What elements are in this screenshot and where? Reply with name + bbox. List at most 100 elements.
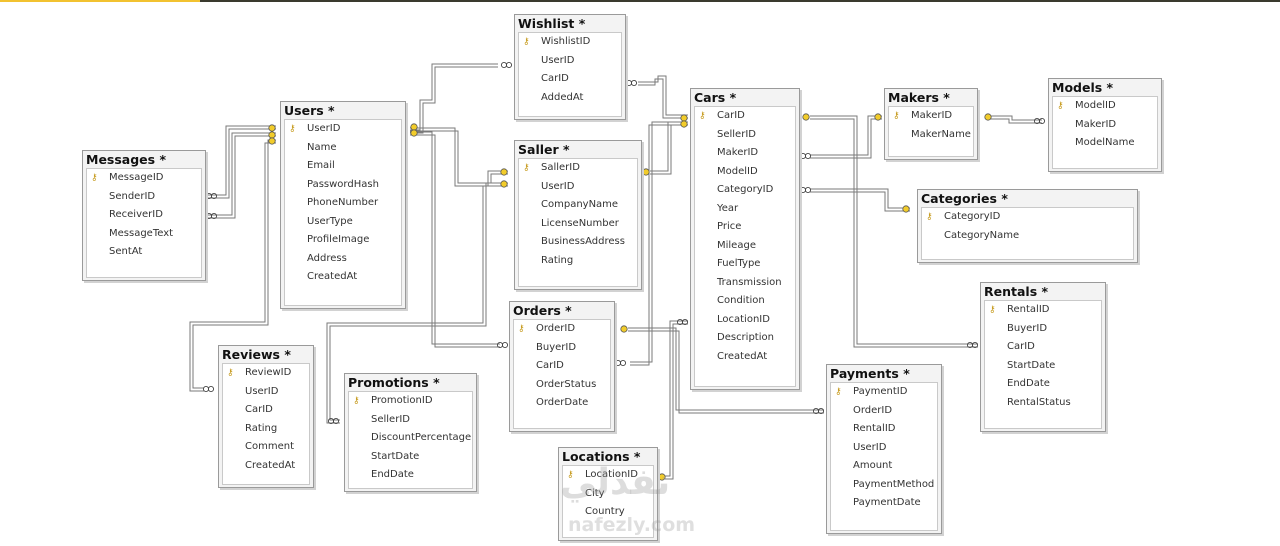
column-row[interactable]: ⚷MakerID — [889, 107, 973, 126]
column-row[interactable]: PasswordHash — [285, 176, 401, 195]
column-row[interactable]: ⚷PaymentID — [831, 383, 937, 402]
column-row[interactable]: UserType — [285, 213, 401, 232]
column-row[interactable]: SenderID — [87, 188, 201, 207]
table-title[interactable]: Saller * — [518, 142, 570, 157]
column-row[interactable]: CarID — [985, 338, 1101, 357]
column-row[interactable]: CreatedAt — [285, 268, 401, 287]
column-row[interactable]: BuyerID — [985, 320, 1101, 339]
column-row[interactable]: ⚷PromotionID — [349, 392, 472, 411]
column-row[interactable]: FuelType — [695, 255, 795, 274]
column-row[interactable]: Transmission — [695, 274, 795, 293]
column-row[interactable]: City — [563, 485, 653, 504]
column-row[interactable]: ⚷ReviewID — [223, 364, 309, 383]
column-row[interactable]: ⚷SallerID — [519, 159, 637, 178]
column-row[interactable]: EndDate — [985, 375, 1101, 394]
column-row[interactable]: Price — [695, 218, 795, 237]
column-row[interactable]: ⚷CarID — [695, 107, 795, 126]
table-title[interactable]: Users * — [284, 103, 335, 118]
column-row[interactable]: MakerID — [695, 144, 795, 163]
table-title[interactable]: Orders * — [513, 303, 572, 318]
column-row[interactable]: CategoryName — [922, 227, 1133, 246]
table-title[interactable]: Rentals * — [984, 284, 1049, 299]
column-row[interactable]: Name — [285, 139, 401, 158]
table-title[interactable]: Reviews * — [222, 347, 291, 362]
column-row[interactable]: CarID — [223, 401, 309, 420]
column-row[interactable]: ⚷ModelID — [1053, 97, 1157, 116]
column-row[interactable]: CarID — [519, 70, 621, 89]
table-title[interactable]: Locations * — [562, 449, 641, 464]
column-row[interactable]: ⚷OrderID — [514, 320, 610, 339]
column-row[interactable]: PaymentMethod — [831, 476, 937, 495]
column-row[interactable]: MessageText — [87, 225, 201, 244]
column-row[interactable]: EndDate — [349, 466, 472, 485]
column-row[interactable]: PhoneNumber — [285, 194, 401, 213]
column-row[interactable]: CarID — [514, 357, 610, 376]
column-row[interactable]: RentalID — [831, 420, 937, 439]
column-row[interactable]: CategoryID — [695, 181, 795, 200]
column-row[interactable]: SellerID — [349, 411, 472, 430]
column-row[interactable]: OrderDate — [514, 394, 610, 413]
column-row[interactable]: Country — [563, 503, 653, 522]
table-title[interactable]: Categories * — [921, 191, 1008, 206]
column-row[interactable]: Amount — [831, 457, 937, 476]
column-row[interactable]: PaymentDate — [831, 494, 937, 513]
column-row[interactable]: BuyerID — [514, 339, 610, 358]
column-row[interactable]: AddedAt — [519, 89, 621, 108]
column-row[interactable]: DiscountPercentage — [349, 429, 472, 448]
column-row[interactable]: ⚷CategoryID — [922, 208, 1133, 227]
column-row[interactable]: ProfileImage — [285, 231, 401, 250]
column-row[interactable]: Email — [285, 157, 401, 176]
column-row[interactable]: OrderStatus — [514, 376, 610, 395]
column-row[interactable]: Description — [695, 329, 795, 348]
column-row[interactable]: Condition — [695, 292, 795, 311]
column-row[interactable]: Comment — [223, 438, 309, 457]
column-row[interactable]: ⚷MessageID — [87, 169, 201, 188]
column-row[interactable]: CompanyName — [519, 196, 637, 215]
column-row[interactable]: ⚷RentalID — [985, 301, 1101, 320]
table-title[interactable]: Makers * — [888, 90, 950, 105]
table-title[interactable]: Payments * — [830, 366, 910, 381]
column-row[interactable]: OrderID — [831, 402, 937, 421]
table-title[interactable]: Promotions * — [348, 375, 440, 390]
column-row[interactable]: ModelID — [695, 163, 795, 182]
table-title[interactable]: Messages * — [86, 152, 166, 167]
column-row[interactable]: BusinessAddress — [519, 233, 637, 252]
table-title[interactable]: Cars * — [694, 90, 737, 105]
column-row[interactable]: RentalStatus — [985, 394, 1101, 413]
column-row[interactable]: CreatedAt — [223, 457, 309, 476]
column-row[interactable]: Rating — [223, 420, 309, 439]
column-row[interactable]: StartDate — [349, 448, 472, 467]
column-row[interactable]: ModelName — [1053, 134, 1157, 153]
column-row[interactable]: ReceiverID — [87, 206, 201, 225]
column-row[interactable]: SellerID — [695, 126, 795, 145]
column-row[interactable]: Mileage — [695, 237, 795, 256]
column-row[interactable]: MakerName — [889, 126, 973, 145]
column-row[interactable]: UserID — [831, 439, 937, 458]
column-row[interactable]: LicenseNumber — [519, 215, 637, 234]
column-row[interactable]: Rating — [519, 252, 637, 271]
column-row[interactable]: UserID — [519, 178, 637, 197]
column-row[interactable]: Year — [695, 200, 795, 219]
column-row[interactable]: ⚷UserID — [285, 120, 401, 139]
column-row[interactable]: UserID — [519, 52, 621, 71]
table-title[interactable]: Models * — [1052, 80, 1114, 95]
column-row[interactable]: Address — [285, 250, 401, 269]
column-row[interactable]: ⚷LocationID — [563, 466, 653, 485]
column-row[interactable]: CreatedAt — [695, 348, 795, 367]
column-row[interactable]: SentAt — [87, 243, 201, 262]
column-row[interactable]: UserID — [223, 383, 309, 402]
table-title[interactable]: Wishlist * — [518, 16, 586, 31]
